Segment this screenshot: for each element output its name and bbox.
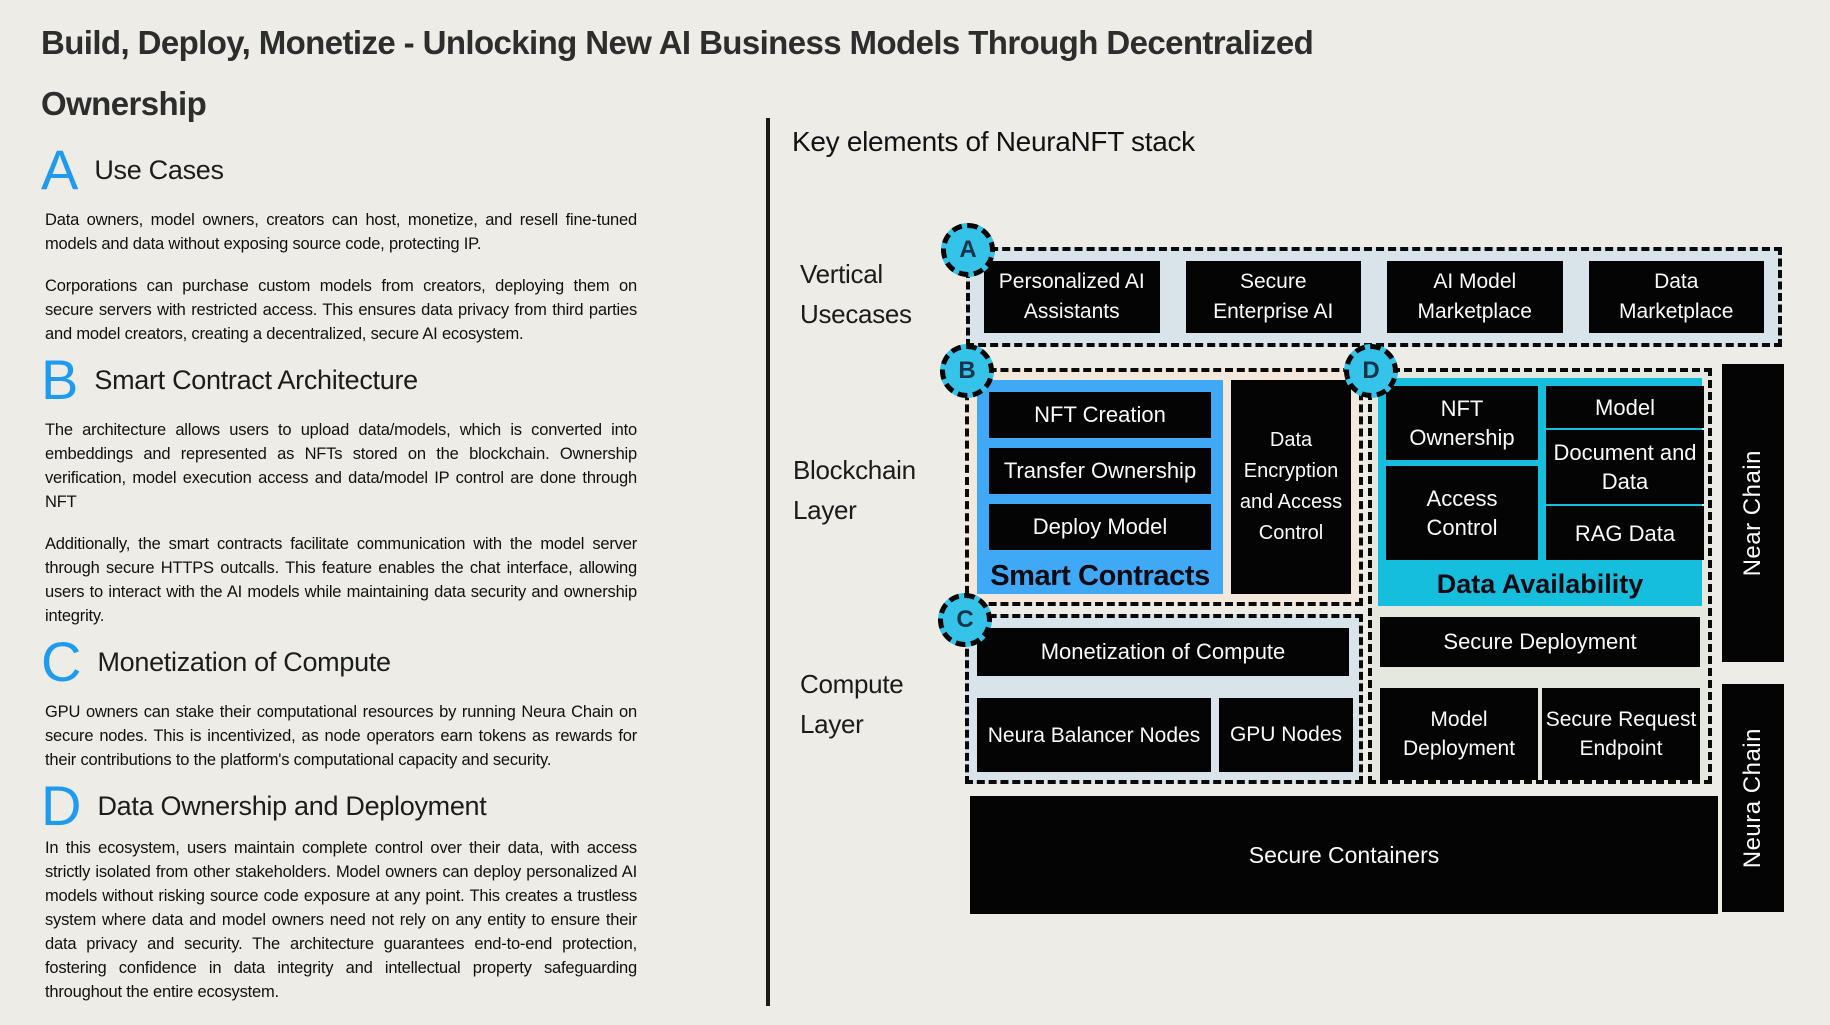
box-secure-enterprise-ai: Secure Enterprise AI bbox=[1185, 261, 1361, 333]
box-nft-creation: NFT Creation bbox=[989, 392, 1211, 438]
section-c-title: Monetization of Compute bbox=[97, 646, 391, 677]
row-label-vertical-usecases: Vertical Usecases bbox=[800, 259, 912, 329]
box-data-marketplace: Data Marketplace bbox=[1588, 261, 1764, 333]
box-ai-model-marketplace: AI Model Marketplace bbox=[1387, 261, 1563, 333]
section-b-paragraph-1: The architecture allows users to upload … bbox=[45, 421, 637, 511]
box-gpu-nodes: GPU Nodes bbox=[1219, 698, 1353, 772]
box-deploy-model: Deploy Model bbox=[989, 504, 1211, 550]
smart-contract-container: NFT Creation Transfer Ownership Deploy M… bbox=[965, 368, 1363, 606]
section-a-heading: A Use Cases bbox=[41, 138, 637, 201]
box-near-chain: Near Chain bbox=[1722, 364, 1784, 662]
box-secure-containers: Secure Containers bbox=[970, 796, 1718, 914]
near-chain-label: Near Chain bbox=[1739, 449, 1766, 577]
section-a-paragraph-2: Corporations can purchase custom models … bbox=[45, 277, 637, 343]
box-document-and-data: Document and Data bbox=[1546, 430, 1704, 504]
box-neura-balancer-nodes: Neura Balancer Nodes bbox=[977, 698, 1211, 772]
box-model-deployment: Model Deployment bbox=[1380, 688, 1538, 780]
neura-chain-label: Neura Chain bbox=[1739, 727, 1766, 869]
box-data-encryption-access-control: Data Encryption and Access Control bbox=[1231, 380, 1351, 594]
vertical-usecases-container: Personalized AI Assistants Secure Enterp… bbox=[966, 247, 1782, 347]
stack-heading: Key elements of NeuraNFT stack bbox=[792, 126, 1195, 157]
section-d-paragraph-1: In this ecosystem, users maintain comple… bbox=[45, 839, 637, 1001]
section-b-paragraph-2: Additionally, the smart contracts facili… bbox=[45, 535, 637, 625]
section-b-heading: B Smart Contract Architecture bbox=[41, 348, 637, 411]
page-title-line2: Ownership bbox=[41, 85, 207, 122]
box-secure-deployment: Secure Deployment bbox=[1380, 617, 1700, 667]
badge-d: D bbox=[1344, 344, 1398, 398]
smart-contracts-label: Smart Contracts bbox=[990, 560, 1210, 592]
section-b-letter: B bbox=[41, 348, 79, 411]
box-neura-chain: Neura Chain bbox=[1722, 684, 1784, 912]
left-column: Build, Deploy, Monetize - Unlocking New … bbox=[41, 12, 1314, 1004]
vertical-divider bbox=[766, 118, 770, 1006]
data-availability-panel: NFT Ownership Access Control Model Docum… bbox=[1378, 378, 1704, 606]
section-a-title: Use Cases bbox=[94, 154, 224, 185]
section-b-title: Smart Contract Architecture bbox=[94, 364, 418, 395]
box-personalized-ai-assistants: Personalized AI Assistants bbox=[984, 261, 1160, 333]
section-d-letter: D bbox=[41, 774, 82, 837]
badge-a: A bbox=[941, 223, 995, 277]
data-availability-container: NFT Ownership Access Control Model Docum… bbox=[1368, 368, 1712, 784]
box-nft-ownership: NFT Ownership bbox=[1386, 386, 1538, 460]
badge-c: C bbox=[938, 593, 992, 647]
row-label-compute-layer: Compute Layer bbox=[800, 669, 904, 739]
box-monetization-of-compute: Monetization of Compute bbox=[977, 628, 1349, 676]
box-transfer-ownership: Transfer Ownership bbox=[989, 448, 1211, 494]
section-d-title: Data Ownership and Deployment bbox=[97, 790, 487, 821]
data-availability-label: Data Availability bbox=[1436, 569, 1644, 599]
box-rag-data: RAG Data bbox=[1546, 506, 1704, 560]
section-c-paragraph-1: GPU owners can stake their computational… bbox=[45, 703, 637, 769]
section-c-letter: C bbox=[41, 630, 82, 693]
page-title: Build, Deploy, Monetize - Unlocking New … bbox=[41, 12, 1461, 134]
section-d-heading: D Data Ownership and Deployment bbox=[41, 774, 637, 837]
section-a-paragraph-1: Data owners, model owners, creators can … bbox=[45, 211, 637, 253]
box-model: Model bbox=[1546, 386, 1704, 428]
smart-contracts-panel: NFT Creation Transfer Ownership Deploy M… bbox=[977, 380, 1223, 594]
section-c-heading: C Monetization of Compute bbox=[41, 630, 637, 693]
badge-b: B bbox=[940, 344, 994, 398]
box-secure-request-endpoint: Secure Request Endpoint bbox=[1542, 688, 1700, 780]
row-label-blockchain-layer: Blockchain Layer bbox=[793, 455, 916, 525]
section-a-letter: A bbox=[41, 138, 79, 201]
box-access-control: Access Control bbox=[1386, 466, 1538, 560]
compute-layer-container: Monetization of Compute Neura Balancer N… bbox=[965, 614, 1363, 784]
page-title-line1: Build, Deploy, Monetize - Unlocking New … bbox=[41, 24, 1314, 61]
